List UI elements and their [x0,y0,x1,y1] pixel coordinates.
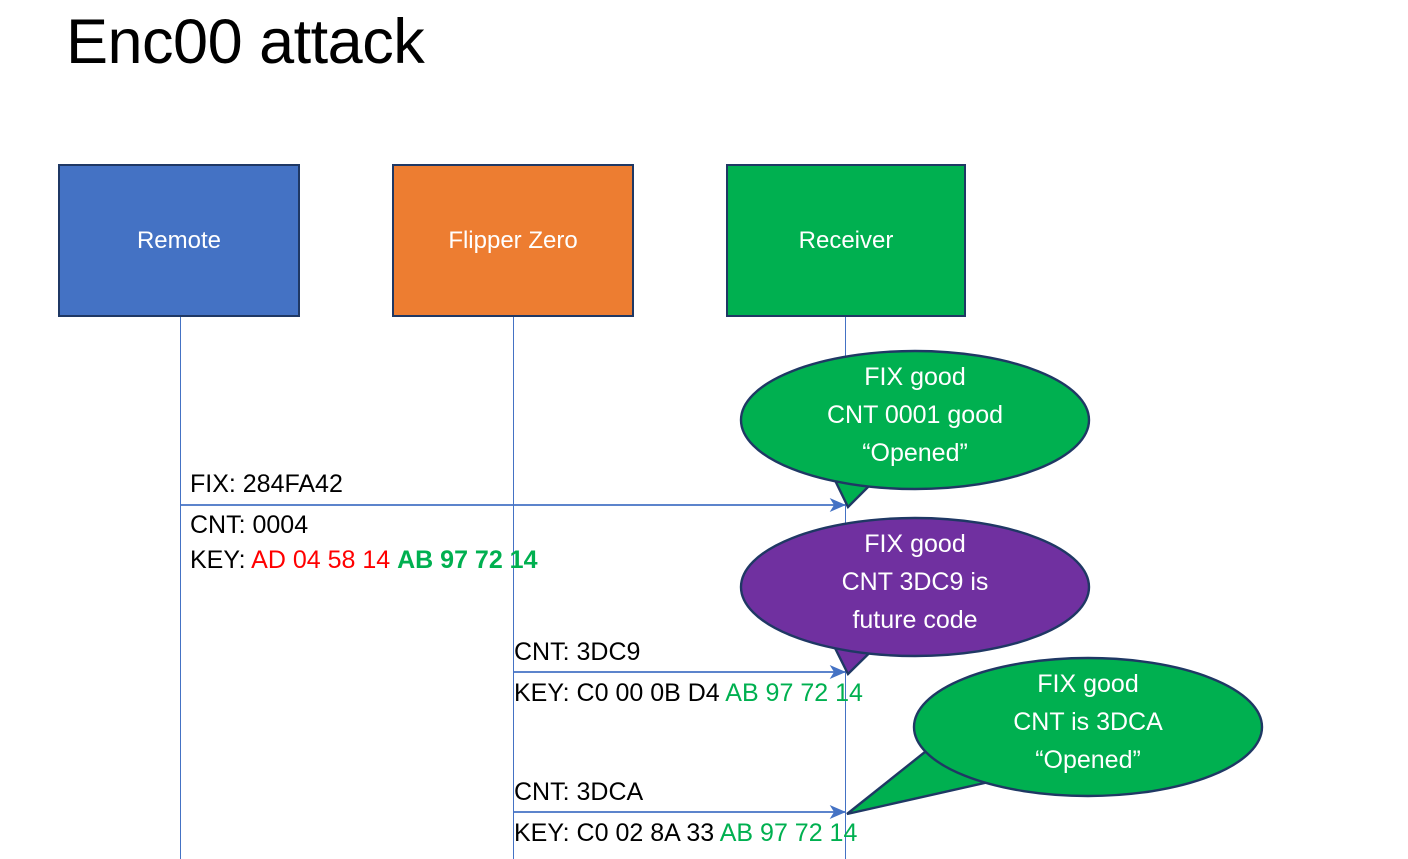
page-title: Enc00 attack [66,7,425,77]
message-2-key-part2: AB 97 72 14 [725,679,863,707]
message-2-cnt: CNT: 3DC9 [514,638,641,666]
callout-ellipse-2 [739,516,1091,658]
message-3-key-part2: AB 97 72 14 [719,819,858,847]
message-1-label-below: CNT: 0004 KEY: AD 04 58 14 AB 97 72 14 [190,508,538,578]
message-1-label-above: FIX: 284FA42 [190,467,343,502]
message-2-key: KEY: C0 00 0B D4 AB 97 72 14 [514,676,863,711]
message-3-cnt: CNT: 3DCA [514,778,644,806]
message-2-key-label: KEY: [514,679,570,707]
message-3-key-label: KEY: [514,819,570,847]
message-1-key-label: KEY: [190,546,246,574]
message-2-key-part1: C0 00 0B D4 [576,679,720,707]
message-1-key: KEY: AD 04 58 14 AB 97 72 14 [190,543,538,578]
lifeline-flipper-zero [513,317,514,859]
callout-bubble-3 [846,656,1264,816]
message-1-fix: FIX: 284FA42 [190,470,343,498]
message-3-label-above: CNT: 3DCA [514,775,643,810]
message-3-key-part1: C0 02 8A 33 [576,819,715,847]
message-2-label-below: KEY: C0 00 0B D4 AB 97 72 14 [514,676,863,711]
callout-bubble-2 [739,516,1091,677]
callout-ellipse-3 [912,656,1264,798]
message-1-key-part1: AD 04 58 14 [251,546,391,574]
message-3-label-below: KEY: C0 02 8A 33 AB 97 72 14 [514,816,857,851]
message-2-label-above: CNT: 3DC9 [514,635,640,670]
message-1-cnt: CNT: 0004 [190,511,309,539]
message-3-key: KEY: C0 02 8A 33 AB 97 72 14 [514,816,857,851]
callout-ellipse-1 [739,349,1091,491]
lifeline-remote [180,317,181,859]
message-1-key-part2: AB 97 72 14 [397,546,538,574]
callout-bubble-1 [739,349,1091,510]
